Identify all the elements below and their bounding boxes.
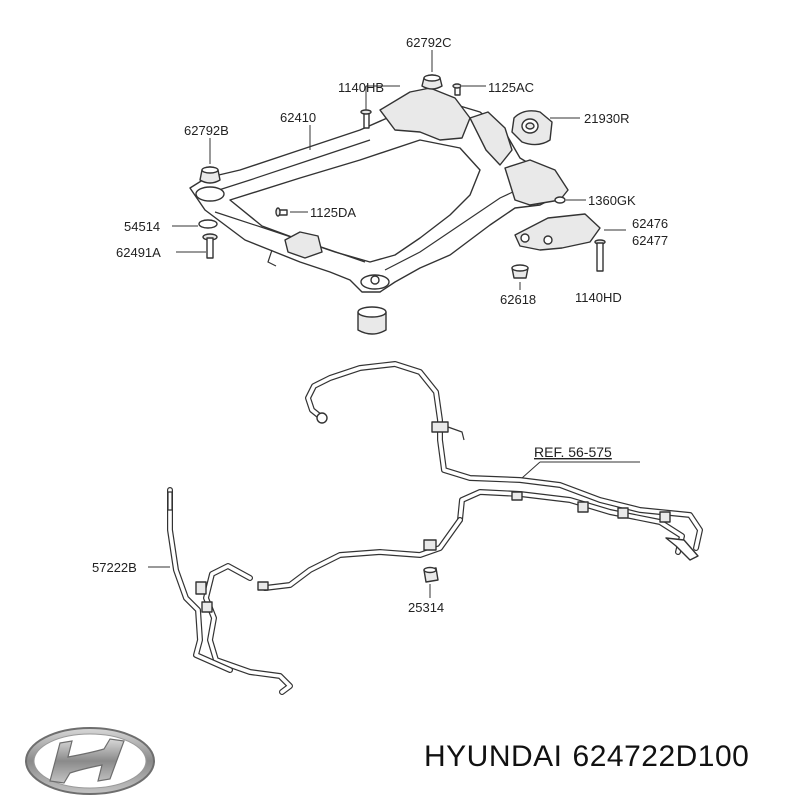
bolt-1140HD (594, 239, 606, 272)
part-number: 624722D100 (572, 740, 750, 773)
label-62618: 62618 (500, 292, 536, 307)
label-1125DA: 1125DA (310, 205, 356, 220)
label-21930R: 21930R (584, 111, 630, 126)
bolt-1140HB (360, 109, 372, 129)
upper-bracket (379, 87, 471, 141)
label-62477: 62477 (632, 233, 668, 248)
hyundai-logo (25, 727, 155, 795)
label-62792B: 62792B (184, 123, 229, 138)
lower-bushing (357, 306, 387, 335)
hose-assembly (167, 361, 703, 695)
washer-54514 (198, 219, 218, 229)
label-62792C: 62792C (406, 35, 452, 50)
bolt-1125DA (275, 207, 288, 217)
label-54514: 54514 (124, 219, 160, 234)
bushing-62618 (511, 264, 529, 279)
subframe-assembly (189, 74, 606, 335)
brand-name: HYUNDAI (424, 740, 563, 773)
label-ref: REF. 56-575 (534, 444, 612, 460)
bracket-62476 (514, 213, 601, 251)
bolt-1125AC (452, 83, 462, 96)
label-1140HB: 1140HB (338, 80, 384, 95)
rear-bracket (504, 159, 569, 206)
brand-footer: HYUNDAI 624722D100 (424, 740, 759, 774)
label-1125AC: 1125AC (488, 80, 534, 95)
label-1360GK: 1360GK (588, 193, 636, 208)
label-62476: 62476 (632, 216, 668, 231)
part-labels: 62792C 1140HB 1125AC 62410 21930R 62792B… (92, 35, 668, 615)
label-62410: 62410 (280, 110, 316, 125)
nut-1360GK (554, 196, 566, 204)
label-25314: 25314 (408, 600, 444, 615)
mount-21930R (511, 110, 553, 146)
label-62491A: 62491A (116, 245, 161, 260)
label-1140HD: 1140HD (575, 290, 622, 305)
leader-lines (148, 50, 640, 598)
clamp-25314 (423, 566, 439, 583)
label-57222B: 57222B (92, 560, 137, 575)
bolt-62491A (202, 233, 218, 259)
